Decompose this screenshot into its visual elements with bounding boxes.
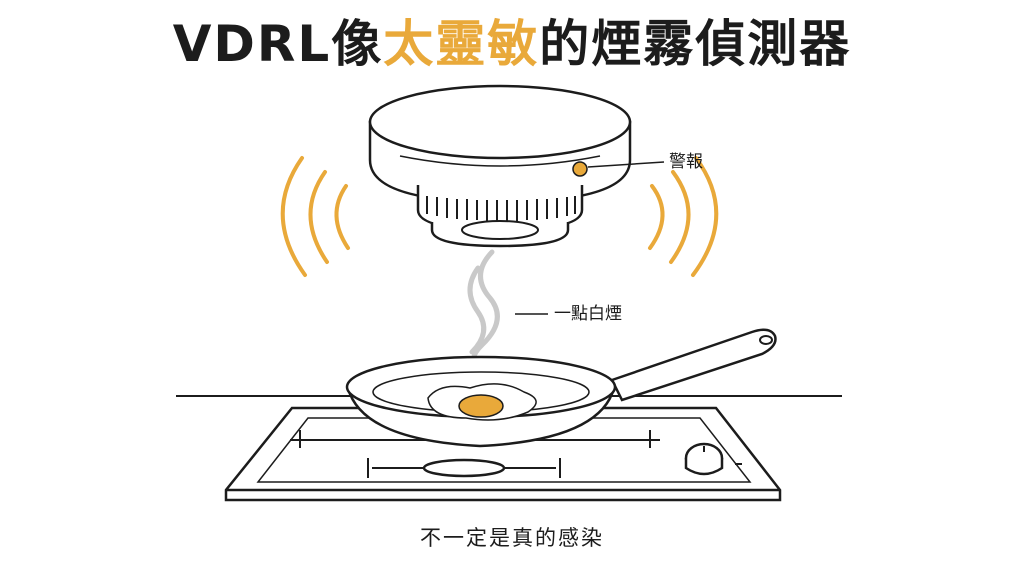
title-prefix: VDRL像 [172,15,384,73]
smoke-detector-icon [368,84,632,248]
sound-waves-icon [280,156,719,277]
title-accent: 太靈敏 [383,15,540,73]
title-suffix: 的煙霧偵測器 [539,15,852,73]
smoke-label: 一點白煙 [554,304,622,324]
page-title: VDRL像太靈敏的煙霧偵測器 [0,8,1024,80]
alarm-label: 警報 [669,152,703,172]
caption: 不一定是真的感染 [420,526,604,550]
alarm-led-icon [572,161,588,177]
alarm-leader-line [587,161,665,168]
smoke-icon [467,249,500,375]
fried-egg-icon [427,383,537,421]
